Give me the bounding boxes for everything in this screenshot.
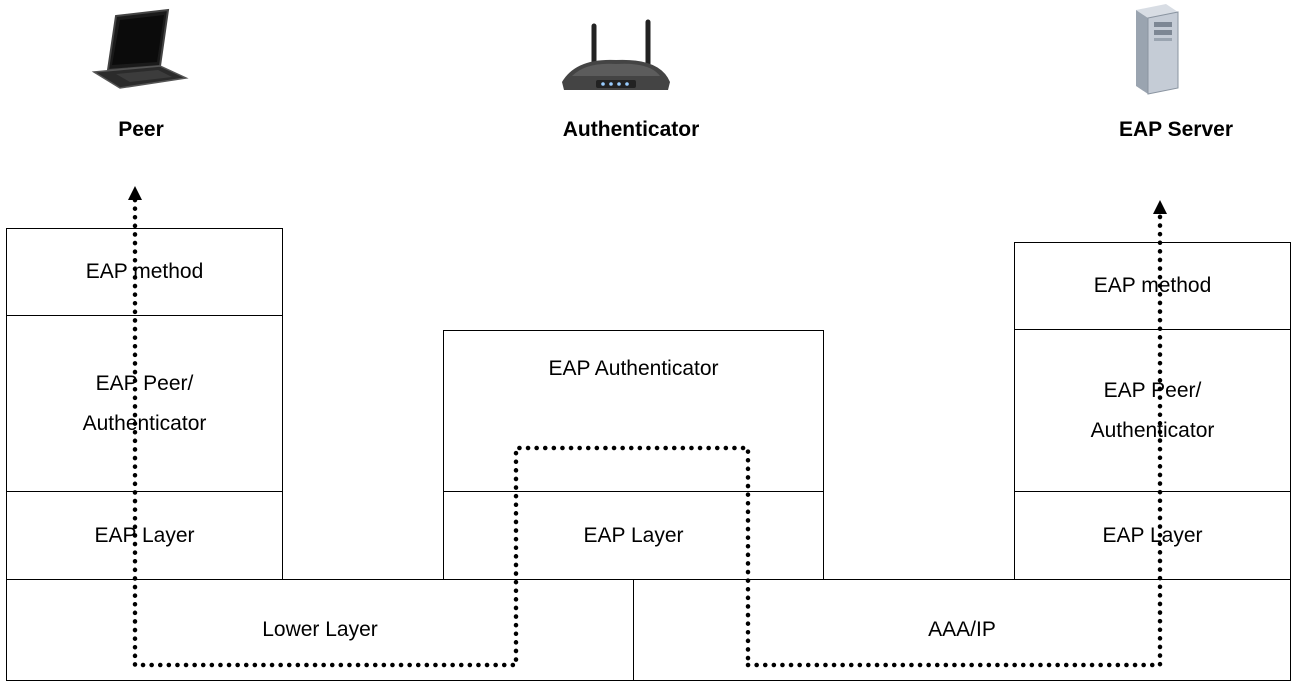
authenticator-label: Authenticator [562, 118, 700, 141]
authenticator-eap-authenticator-box: EAP Authenticator [443, 330, 824, 492]
server-eap-method-box: EAP method [1014, 242, 1291, 330]
aaa-ip-text: AAA/IP [928, 618, 996, 641]
server-eap-method-text: EAP method [1093, 274, 1212, 297]
peer-label: Peer [118, 118, 164, 141]
authenticator-eap-layer-box: EAP Layer [443, 491, 824, 580]
authenticator-eap-layer-text: EAP Layer [583, 523, 684, 547]
arrow-up-server [1153, 200, 1167, 214]
arrow-up-peer [128, 186, 142, 200]
server-tower-icon [1136, 4, 1179, 95]
laptop-icon [91, 8, 189, 89]
server-eap-layer-box: EAP Layer [1014, 491, 1291, 580]
server-eap-peer-line: EAP Peer/ [1103, 378, 1202, 402]
eap-server-label: EAP Server [1118, 118, 1234, 141]
peer-eap-method-text: EAP method [85, 260, 204, 283]
lower-layer-box: Lower Layer [6, 579, 634, 681]
peer-eap-method-box: EAP method [6, 228, 283, 316]
server-authenticator-line: Authenticator [1090, 418, 1215, 442]
authenticator-eap-authenticator-text: EAP Authenticator [548, 357, 719, 380]
peer-eap-layer-text: EAP Layer [94, 523, 195, 547]
peer-eap-peer-authenticator-box: EAP Peer/ Authenticator [6, 315, 283, 492]
path-peer-to-authenticator [132, 197, 751, 668]
server-eap-layer-text: EAP Layer [1102, 523, 1203, 547]
router-icon [562, 19, 670, 90]
peer-authenticator-line: Authenticator [82, 411, 207, 435]
path-to-server-up [745, 212, 1163, 668]
peer-eap-peer-line: EAP Peer/ [95, 371, 194, 395]
lower-layer-text: Lower Layer [262, 618, 378, 641]
